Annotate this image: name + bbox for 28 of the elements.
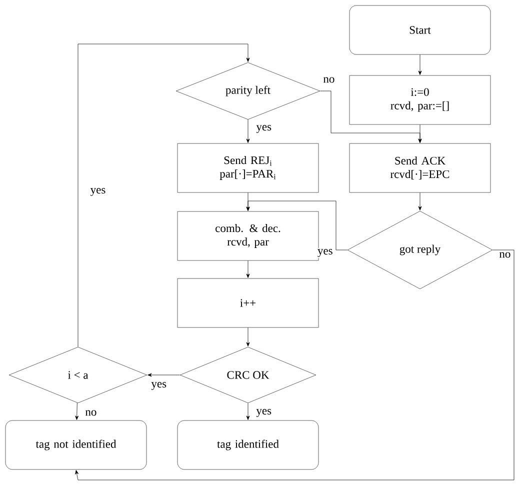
arrow	[320, 90, 422, 143]
process-box: i:=0 rcvd, par:=[]	[349, 75, 491, 125]
terminal-box: tag identified	[177, 420, 319, 470]
arrow	[148, 373, 180, 377]
arrow	[246, 402, 250, 420]
arrow	[78, 44, 250, 347]
edge-label: no	[84, 409, 98, 417]
edge-label: yes	[316, 248, 334, 258]
arrow	[246, 120, 250, 143]
terminal-box: tag not identified	[5, 420, 147, 470]
arrow	[246, 200, 348, 250]
arrow	[75, 250, 514, 480]
edge-label: yes	[255, 124, 273, 134]
edge-label: no	[498, 251, 512, 259]
process-box: i++	[177, 278, 319, 328]
edge-label: no	[322, 76, 336, 84]
arrow	[418, 192, 422, 210]
edge-label: yes	[150, 381, 168, 391]
process-box: Send REJ$_{i}$ par[·]=PAR$_{i}$	[177, 143, 319, 193]
arrow	[246, 260, 250, 278]
edge-label: yes	[89, 187, 107, 197]
arrow	[246, 327, 250, 346]
arrow	[418, 54, 422, 75]
terminal-box: Start	[349, 5, 491, 55]
arrow	[75, 402, 79, 420]
process-box: Send ACK rcvd[·]=EPC	[349, 143, 491, 193]
arrow	[246, 192, 250, 211]
edge-label: yes	[255, 408, 273, 418]
